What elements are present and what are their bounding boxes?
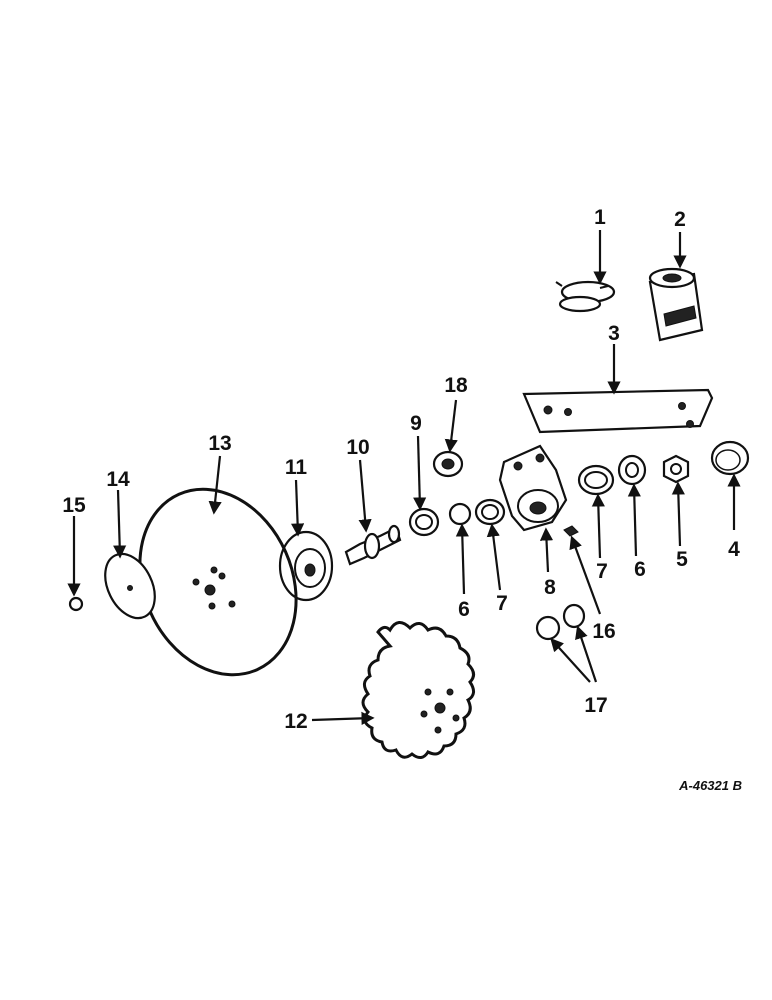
part-9-bearing bbox=[408, 507, 440, 537]
part-15-washer bbox=[68, 596, 84, 612]
part-8-bearing-bracket bbox=[498, 444, 568, 532]
callout-5: 5 bbox=[676, 548, 688, 571]
callout-1: 1 bbox=[594, 206, 606, 229]
part-16-bolt bbox=[563, 525, 579, 537]
part-7-seal-right bbox=[577, 464, 615, 496]
callout-11: 11 bbox=[285, 456, 308, 479]
callout-16: 16 bbox=[592, 620, 615, 643]
callout-14: 14 bbox=[106, 468, 130, 491]
part-1-cap bbox=[555, 280, 616, 313]
part-18-bearing bbox=[432, 450, 464, 478]
callout-4: 4 bbox=[728, 538, 740, 561]
part-12-notched-disc bbox=[361, 621, 475, 759]
callout-2: 2 bbox=[674, 208, 686, 231]
callout-8: 8 bbox=[544, 576, 556, 599]
part-10-spindle bbox=[344, 524, 402, 566]
callout-17: 17 bbox=[584, 694, 607, 717]
part-4-dust-cap bbox=[710, 440, 750, 476]
part-2-housing bbox=[648, 267, 704, 342]
callout-3: 3 bbox=[608, 322, 620, 345]
part-11-hub bbox=[278, 530, 334, 602]
part-7-seal-left bbox=[474, 498, 506, 526]
part-6-washer-right bbox=[617, 454, 647, 486]
part-5-nut bbox=[662, 454, 690, 484]
drawing-number: A-46321 B bbox=[678, 778, 742, 793]
callout-12: 12 bbox=[284, 710, 307, 733]
part-6-washer-left bbox=[448, 502, 472, 526]
callout-15: 15 bbox=[62, 494, 86, 517]
callout-7-right: 7 bbox=[596, 560, 608, 583]
part-14-small-disc bbox=[104, 552, 156, 620]
leader-lines bbox=[67, 230, 741, 725]
callout-6-left: 6 bbox=[458, 598, 470, 621]
callout-7-left: 7 bbox=[496, 592, 508, 615]
part-17-washers bbox=[535, 603, 586, 641]
callout-18: 18 bbox=[444, 374, 468, 397]
callout-9: 9 bbox=[410, 412, 422, 435]
callout-6-right: 6 bbox=[634, 558, 646, 581]
callout-13: 13 bbox=[208, 432, 231, 455]
callout-10: 10 bbox=[346, 436, 369, 459]
callout-labels: 1 2 3 4 5 6 7 8 9 10 11 12 13 14 15 16 1… bbox=[62, 206, 740, 733]
part-3-plate bbox=[522, 388, 714, 434]
